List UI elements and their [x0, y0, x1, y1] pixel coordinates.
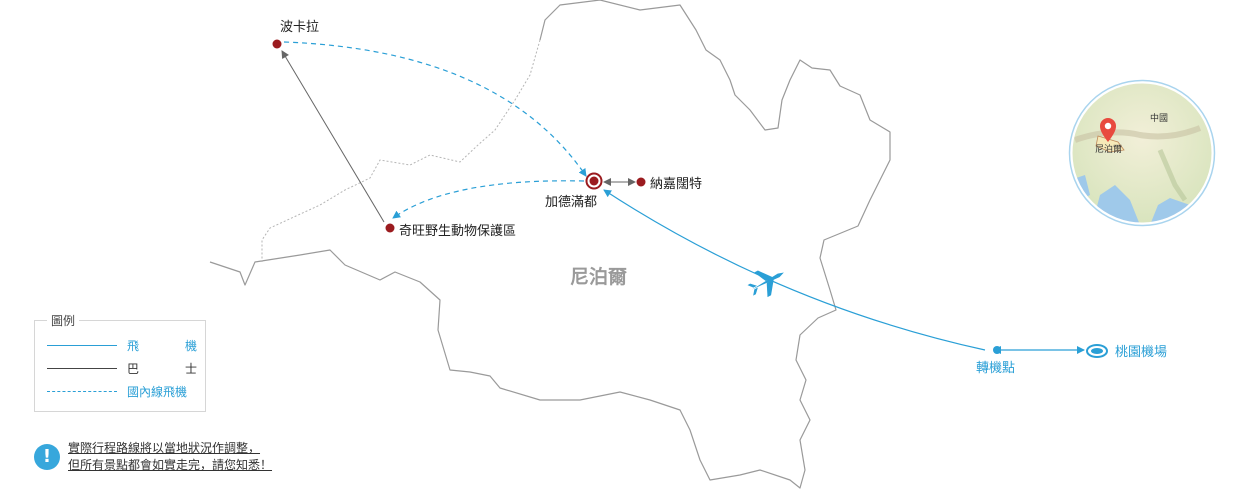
chitwan-label: 奇旺野生動物保護區: [399, 223, 516, 239]
airplane-icon: [747, 270, 784, 298]
legend-title: 圖例: [47, 312, 80, 329]
legend-item-domestic-flight: 國內線飛機: [47, 383, 197, 399]
kathmandu-marker-core: [589, 176, 599, 186]
legend: 圖例 飛機 巴士 國內線飛機: [34, 312, 206, 412]
domestic-flight-kathmandu-chitwan: [392, 180, 585, 219]
region-boundary: [261, 39, 541, 262]
inset-nepal-label: 尼泊爾: [1095, 144, 1122, 155]
taoyuan-marker-core: [1091, 348, 1103, 354]
transfer-marker[interactable]: [993, 346, 1001, 354]
nepal-border: [209, 0, 891, 489]
country-label: 尼泊爾: [570, 266, 627, 288]
legend-item-bus: 巴士: [47, 360, 197, 376]
notice-line-2: 但所有景點都會如實走完，請您知悉！: [68, 458, 273, 472]
location-pin-icon: [1100, 118, 1116, 142]
bus-route-chitwan-pokhara: [281, 50, 385, 223]
legend-item-flight: 飛機: [47, 337, 197, 353]
notice-line-1: 實際行程路線將以當地狀況作調整，: [68, 441, 261, 455]
inset-china-label: 中國: [1150, 112, 1168, 124]
chitwan-marker[interactable]: [385, 223, 395, 233]
legend-bus-label: 巴士: [127, 362, 197, 376]
exclamation-icon: !: [34, 444, 60, 470]
bus-line-swatch: [47, 368, 117, 369]
nagarkot-label: 納嘉闊特: [650, 177, 702, 192]
kathmandu-label: 加德滿都: [545, 194, 597, 210]
legend-flight-label: 飛機: [127, 339, 197, 353]
itinerary-notice: ! 實際行程路線將以當地狀況作調整， 但所有景點都會如實走完，請您知悉！: [34, 440, 334, 480]
nagarkot-marker[interactable]: [636, 177, 646, 187]
transfer-label: 轉機點: [976, 361, 1015, 376]
taoyuan-label: 桃園機場: [1115, 345, 1167, 360]
notice-text: 實際行程路線將以當地狀況作調整， 但所有景點都會如實走完，請您知悉！: [68, 440, 272, 474]
flight-route: [603, 189, 986, 351]
domestic-flight-line-swatch: [47, 391, 117, 392]
legend-domestic-flight-label: 國內線飛機: [127, 385, 188, 399]
flight-line-swatch: [47, 345, 117, 346]
domestic-flight-pokhara-kathmandu: [283, 41, 587, 177]
pokhara-marker[interactable]: [272, 39, 282, 49]
inset-map: 中國 尼泊爾: [1068, 79, 1216, 227]
pokhara-label: 波卡拉: [280, 20, 319, 35]
